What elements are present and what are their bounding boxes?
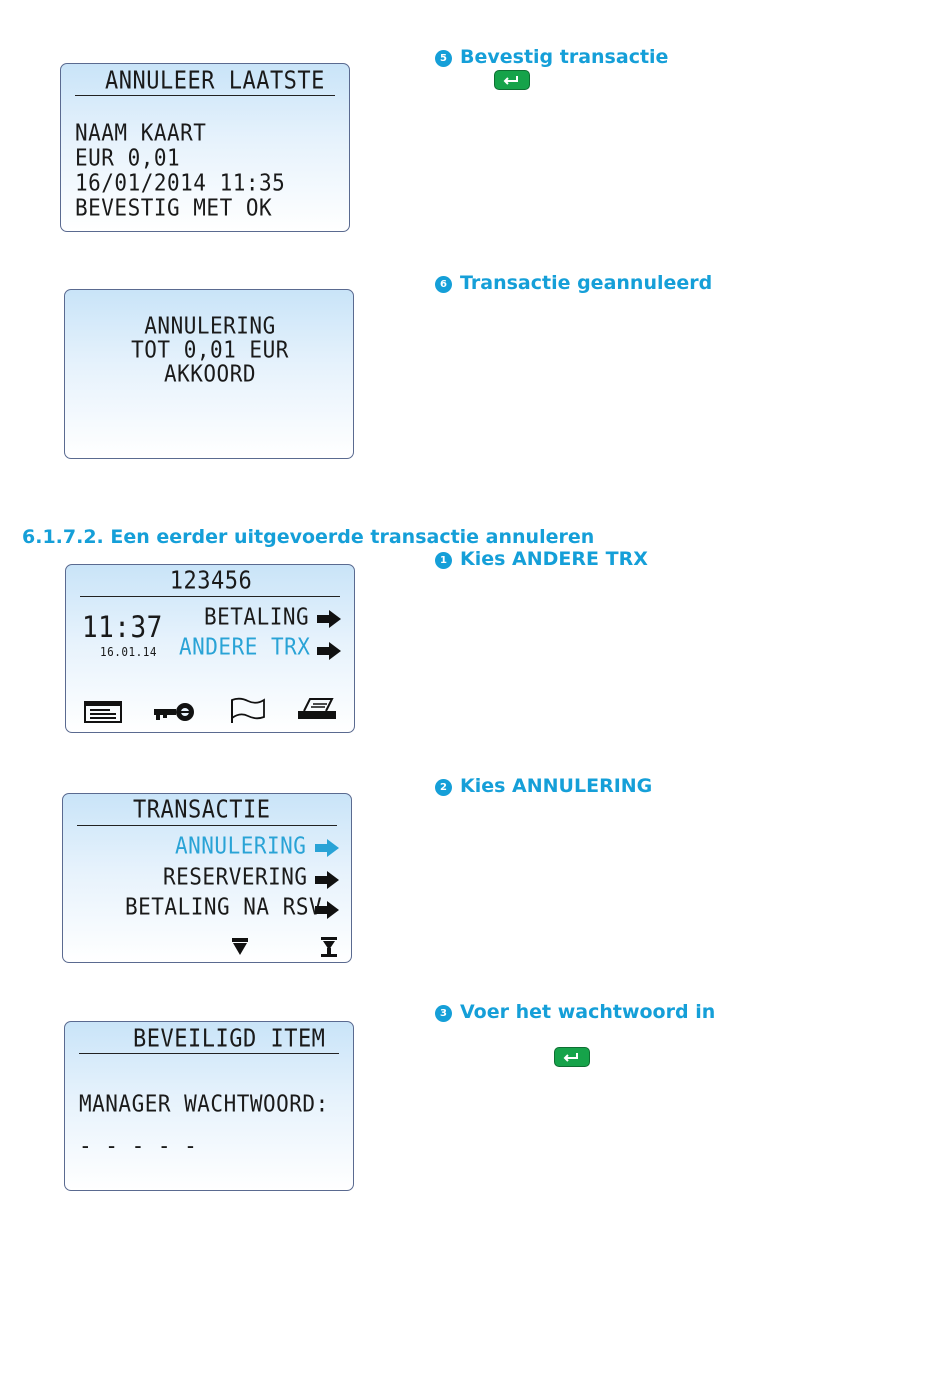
lcd-screen-annulering-akkoord: ANNULERING TOT 0,01 EUR AKKOORD — [64, 289, 354, 459]
status-line-2: TOT 0,01 EUR — [131, 336, 289, 363]
printer-icon[interactable] — [296, 695, 338, 723]
scroll-down-icon[interactable] — [231, 936, 249, 956]
step-number-badge: 1 — [435, 552, 452, 569]
menu-item-reservering[interactable]: RESERVERING — [163, 863, 308, 890]
lcd-screen-beveiligd-item: BEVEILIGD ITEM MANAGER WACHTWOORD: - - -… — [64, 1021, 354, 1191]
menu-item-betaling-na-rsv[interactable]: BETALING NA RSV — [125, 893, 323, 920]
enter-key-icon — [554, 1047, 590, 1067]
title-divider — [79, 1053, 339, 1054]
arrow-right-icon — [315, 871, 339, 889]
step-2: 2 Kies ANNULERING — [435, 775, 652, 797]
menu-item-betaling[interactable]: BETALING — [204, 603, 310, 630]
menu-item-andere-trx[interactable]: ANDERE TRX — [179, 633, 311, 660]
screen-title: ANNULEER LAATSTE — [105, 67, 325, 95]
datetime-line: 16/01/2014 11:35 — [75, 169, 286, 196]
arrow-right-icon — [317, 610, 341, 628]
section-heading: 6.1.7.2. Een eerder uitgevoerde transact… — [22, 526, 595, 548]
title-divider — [75, 95, 335, 96]
menu-item-annulering[interactable]: ANNULERING — [175, 832, 307, 859]
step-number-badge: 2 — [435, 779, 452, 796]
amount-line: EUR 0,01 — [75, 144, 181, 171]
step-6: 6 Transactie geannuleerd — [435, 272, 712, 294]
card-name-line: NAAM KAART — [75, 119, 207, 146]
step-label: Voer het wachtwoord in — [460, 1001, 716, 1023]
step-3: 3 Voer het wachtwoord in — [435, 1001, 715, 1023]
arrow-right-icon — [317, 642, 341, 660]
arrow-right-icon — [315, 839, 339, 857]
step-number-badge: 3 — [435, 1005, 452, 1022]
step-label: Kies ANNULERING — [460, 775, 653, 797]
step-label: Transactie geannuleerd — [460, 272, 713, 294]
key-icon[interactable] — [152, 701, 198, 723]
step-label: Kies ANDERE TRX — [460, 548, 648, 570]
lcd-screen-home: 123456 11:37 16.01.14 BETALING ANDERE TR… — [65, 564, 355, 733]
screen-title: BEVEILIGD ITEM — [133, 1025, 326, 1053]
title-divider — [80, 596, 340, 597]
confirm-line: BEVESTIG MET OK — [75, 194, 273, 221]
menu-list-icon[interactable] — [84, 699, 122, 723]
lcd-screen-annuleer-laatste: ANNULEER LAATSTE NAAM KAART EUR 0,01 16/… — [60, 63, 350, 232]
screen-title: TRANSACTIE — [133, 796, 271, 824]
scroll-end-icon[interactable] — [320, 936, 338, 958]
password-prompt: MANAGER WACHTWOORD: — [79, 1090, 329, 1117]
status-line-1: ANNULERING — [144, 312, 276, 339]
enter-key-icon — [494, 70, 530, 90]
clock-time: 11:37 — [82, 611, 163, 645]
step-number-badge: 5 — [435, 50, 452, 67]
step-5: 5 Bevestig transactie — [435, 46, 668, 68]
terminal-id: 123456 — [169, 567, 253, 595]
step-number-badge: 6 — [435, 276, 452, 293]
status-line-3: AKKOORD — [163, 360, 256, 387]
clock-date: 16.01.14 — [100, 645, 157, 660]
title-divider — [77, 825, 337, 826]
step-label: Bevestig transactie — [460, 46, 669, 68]
arrow-right-icon — [315, 901, 339, 919]
lcd-screen-transactie: TRANSACTIE ANNULERING RESERVERING BETALI… — [62, 793, 352, 963]
flag-icon[interactable] — [230, 697, 266, 723]
password-input[interactable]: - - - - - — [79, 1132, 198, 1159]
step-1: 1 Kies ANDERE TRX — [435, 548, 648, 570]
